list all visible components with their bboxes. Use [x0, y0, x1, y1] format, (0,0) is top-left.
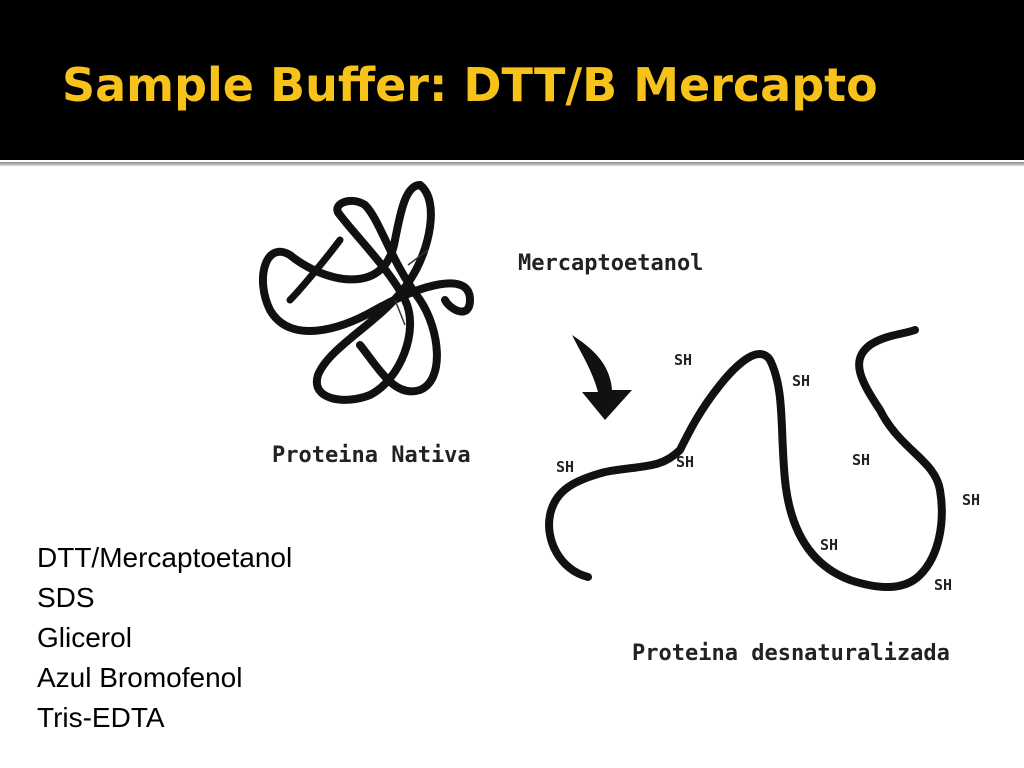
denatured-protein-label: Proteina desnaturalizada: [632, 641, 950, 666]
native-protein-drawing: [259, 181, 474, 404]
list-item: Glicerol: [37, 622, 132, 653]
divider: [0, 162, 1024, 166]
slide-title: Sample Buffer: DTT/B Mercapto: [62, 58, 878, 112]
list-item: Azul Bromofenol: [37, 662, 243, 693]
sh-label: SH: [934, 576, 952, 594]
reagent-list: DTT/Mercaptoetanol SDS Glicerol Azul Bro…: [37, 538, 292, 738]
sh-label: SH: [676, 453, 694, 471]
sh-label: SH: [674, 351, 692, 369]
sh-label: SH: [820, 536, 838, 554]
list-item: DTT/Mercaptoetanol: [37, 542, 293, 573]
sh-label: SH: [962, 491, 980, 509]
native-disulfide-bonds: [394, 249, 429, 326]
list-item: Tris-EDTA: [37, 702, 165, 733]
sh-label: SH: [556, 458, 574, 476]
reagent-label: Mercaptoetanol: [518, 251, 703, 276]
list-item: SDS: [37, 582, 95, 613]
denatured-protein-drawing: [545, 326, 946, 591]
sh-label: SH: [792, 372, 810, 390]
sh-label: SH: [852, 451, 870, 469]
curved-arrow-icon: [572, 335, 632, 420]
title-bar: Sample Buffer: DTT/B Mercapto: [0, 0, 1024, 160]
native-protein-label: Proteina Nativa: [272, 443, 471, 468]
sh-groups: SH SH SH SH SH SH SH SH: [556, 351, 980, 594]
